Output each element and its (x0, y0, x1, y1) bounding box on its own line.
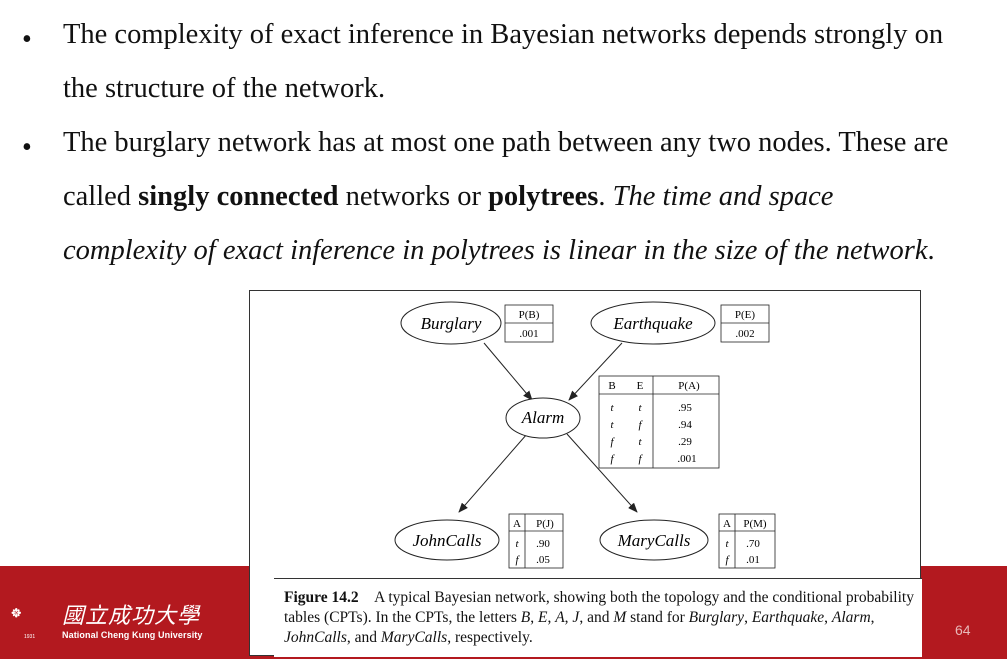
bullet-marker-2: • (22, 132, 32, 163)
caption-var: Earthquake (751, 609, 825, 626)
cpt-value: .001 (519, 328, 538, 340)
cpt-marycalls: A P(M) t .70 f .01 (718, 513, 776, 569)
caption-var: Burglary (688, 609, 745, 626)
cpt-cell: .001 (677, 453, 696, 465)
edge-earthquake-alarm (568, 342, 623, 401)
caption-var: B (520, 609, 531, 626)
edge-alarm-marycalls (566, 433, 638, 513)
caption-text: stand for (626, 609, 689, 626)
bullet-2-line-3: complexity of exact inference in polytre… (63, 234, 935, 268)
bullet-1-line-2: the structure of the network. (63, 72, 385, 106)
node-johncalls: JohnCalls (394, 519, 500, 561)
cpt-header: P(J) (536, 518, 554, 530)
caption-var: A (555, 609, 565, 626)
node-burglary: Burglary (400, 301, 502, 345)
caption-var: M (613, 609, 627, 626)
caption-text: A typical Bayesian network, showing both… (284, 589, 914, 626)
text-run: . (598, 181, 613, 212)
text-run: . (927, 235, 935, 266)
cpt-header: A (513, 518, 521, 530)
edge-alarm-johncalls (458, 433, 528, 513)
cpt-cell: f (638, 453, 643, 465)
university-name-en: National Cheng Kung University (62, 630, 203, 640)
cpt-header: P(M) (743, 518, 767, 530)
cpt-cell: t (610, 402, 614, 414)
bayesian-network-diagram: Burglary Earthquake Alarm JohnCalls Mary… (394, 301, 776, 569)
node-label: Earthquake (612, 314, 693, 333)
caption-text: , respectively. (447, 629, 533, 646)
caption-var: J (572, 609, 580, 626)
cpt-johncalls: A P(J) t .90 f .05 (508, 513, 564, 569)
bullet-2-line-2: called singly connected networks or poly… (63, 180, 833, 214)
caption-box (274, 578, 922, 657)
edge-burglary-alarm (483, 342, 533, 401)
cpt-cell: t (638, 402, 642, 414)
cpt-cell: t (610, 419, 614, 431)
cpt-header: E (637, 380, 644, 392)
cpt-cell: f (610, 436, 615, 448)
caption-var: JohnCalls (284, 629, 347, 646)
ncku-logo-icon (11, 608, 21, 618)
cpt-earthquake: P(E) .002 (720, 304, 770, 343)
cpt-value: .002 (735, 328, 754, 340)
node-alarm: Alarm (505, 397, 581, 439)
cpt-header: B (608, 380, 615, 392)
term-polytrees: polytrees (488, 181, 599, 212)
cpt-header: P(E) (735, 309, 756, 321)
italic-statement: The time and space (612, 181, 834, 212)
cpt-header: A (723, 518, 731, 530)
node-label: MaryCalls (617, 531, 691, 550)
text-run: the structure of the network. (63, 73, 386, 104)
cpt-cell: .29 (678, 436, 692, 448)
university-name-cn: 國立成功大學 (62, 603, 201, 628)
cpt-cell: t (725, 538, 729, 550)
logo-year: 1931 (24, 634, 36, 640)
caption-label: Figure 14.2 (284, 589, 359, 606)
caption-var: MaryCalls (380, 629, 448, 646)
italic-statement: complexity of exact inference in polytre… (63, 235, 928, 266)
text-run: The complexity of exact inference in Bay… (63, 19, 944, 50)
cpt-cell: f (638, 419, 643, 431)
text-run: The burglary network has at most one pat… (63, 127, 949, 158)
cpt-cell: .90 (536, 538, 550, 550)
cpt-alarm: B E P(A) t t .95 t f .94 f t .29 f f .00… (598, 375, 720, 469)
cpt-cell: .95 (678, 402, 692, 414)
bullet-2-line-1: The burglary network has at most one pat… (63, 126, 948, 160)
cpt-cell: t (515, 538, 519, 550)
node-label: Alarm (521, 408, 565, 427)
cpt-cell: t (638, 436, 642, 448)
cpt-header: P(A) (678, 380, 700, 392)
cpt-cell: f (725, 554, 730, 566)
node-earthquake: Earthquake (590, 301, 716, 345)
node-marycalls: MaryCalls (599, 519, 709, 561)
cpt-cell: f (610, 453, 615, 465)
bullet-marker-1: • (22, 24, 32, 55)
caption-var: E (537, 609, 548, 626)
node-label: JohnCalls (413, 531, 482, 550)
node-label: Burglary (421, 314, 482, 333)
term-singly-connected: singly connected (138, 181, 339, 212)
cpt-header: P(B) (519, 309, 540, 321)
text-run: networks or (338, 181, 489, 212)
cpt-cell: .05 (536, 554, 550, 566)
cpt-cell: .70 (746, 538, 760, 550)
cpt-burglary: P(B) .001 (504, 304, 554, 343)
figure-caption: Figure 14.2 A typical Bayesian network, … (284, 589, 914, 646)
caption-var: Alarm (831, 609, 871, 626)
page-number: 64 (955, 622, 971, 638)
text-run: called (63, 181, 139, 212)
bullet-1-line-1: The complexity of exact inference in Bay… (63, 18, 943, 52)
cpt-cell: .01 (746, 554, 760, 566)
cpt-cell: f (515, 554, 520, 566)
cpt-cell: .94 (678, 419, 692, 431)
